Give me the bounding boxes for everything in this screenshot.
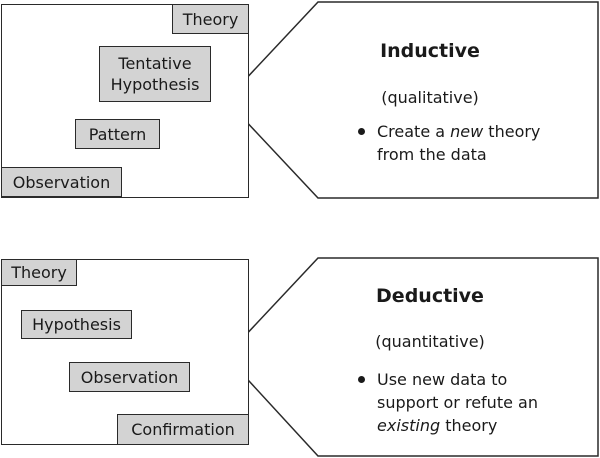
- bullet-icon: [358, 128, 365, 135]
- inductive-subtitle: (qualitative): [381, 88, 479, 107]
- bullet-text-post: theory: [440, 416, 498, 435]
- deductive-title: Deductive: [376, 285, 484, 307]
- bullet-text-emphasis: new: [450, 122, 484, 141]
- deductive-step-hypothesis: Hypothesis: [21, 310, 132, 339]
- bullet-text-emphasis: existing: [377, 416, 441, 435]
- bullet-text-pre: Create a: [377, 122, 451, 141]
- step-label: Theory: [11, 263, 67, 282]
- inductive-step-theory: Theory: [172, 4, 249, 34]
- bullet-icon: [358, 376, 365, 383]
- deductive-step-observation: Observation: [69, 362, 190, 392]
- step-label: Theory: [182, 9, 239, 29]
- step-label: Tentative Hypothesis: [110, 54, 200, 94]
- inductive-step-pattern: Pattern: [75, 119, 160, 149]
- inductive-bullet: Create a new theory from the data: [377, 120, 587, 166]
- step-label: Observation: [12, 172, 111, 192]
- step-label: Pattern: [88, 124, 147, 144]
- deductive-step-theory: Theory: [1, 259, 77, 286]
- step-label: Observation: [80, 367, 179, 387]
- deductive-bullet: Use new data to support or refute an exi…: [377, 368, 587, 437]
- deductive-callout-shape: [224, 257, 599, 457]
- bullet-text-pre: Use new data to support or refute an: [377, 370, 538, 412]
- bullet-text-post: theory from the data: [377, 122, 541, 164]
- deductive-subtitle: (quantitative): [375, 332, 485, 351]
- inductive-callout-shape: [224, 1, 599, 199]
- deductive-step-confirmation: Confirmation: [117, 414, 249, 445]
- step-label: Hypothesis: [32, 315, 121, 334]
- inductive-title: Inductive: [380, 40, 480, 62]
- step-label: Confirmation: [131, 420, 235, 439]
- inductive-step-observation: Observation: [1, 167, 122, 197]
- inductive-step-tentative-hypothesis: Tentative Hypothesis: [99, 46, 211, 102]
